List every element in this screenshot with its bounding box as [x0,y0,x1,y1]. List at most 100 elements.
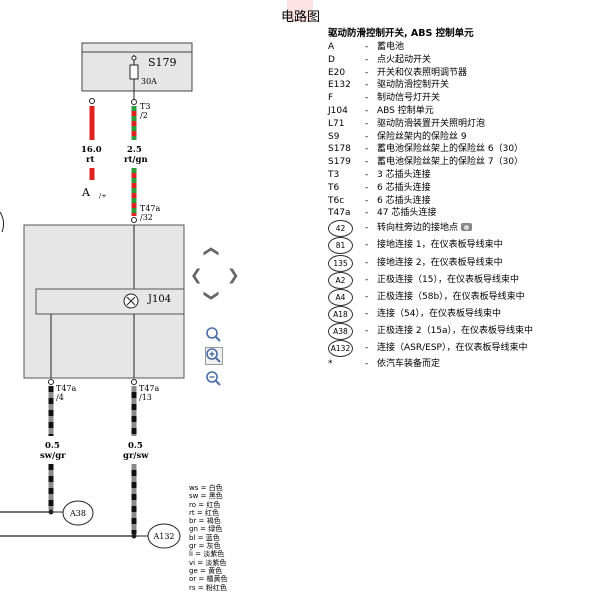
legend-desc: 连接（54），在仪表板导线束中 [377,308,501,321]
legend-dash: - [365,131,369,142]
pan-left-icon[interactable]: ❮ [190,266,203,284]
fuse-label: S179 [148,56,177,69]
color-code-entry: rt = 红色 [189,508,219,517]
connector-top-pin: /2 [140,111,148,120]
ground-a38-circle [62,500,94,526]
legend-desc-text: 连接（ASR/ESP），在仪表板导线束中 [377,343,528,354]
ground-a132-label: A132 [152,532,174,541]
wire-mid-color: rt/gn [124,155,148,165]
color-code-entry: bl = 蓝色 [189,533,220,542]
legend-item: S178 - 蓄电池保险丝架上的保险丝 6（30） [328,143,598,156]
connector-pin [131,379,137,385]
pan-right-icon[interactable]: ❯ [227,266,240,284]
legend-code: E132 [328,80,351,91]
legend-dash: - [365,169,369,180]
color-code-entry: rs = 粉红色 [189,583,227,592]
connection-point-circle: A2 [328,271,353,289]
connection-point-circle: A38 [328,323,353,341]
legend-dash: - [365,182,369,193]
legend-footnote: * - 依汽车装备而定 [328,358,598,371]
legend-item: S179 - 蓄电池保险丝架上的保险丝 7（30） [328,156,598,169]
legend-code: L71 [328,118,345,129]
legend-item: E132 - 驱动防滑控制开关 [328,79,598,92]
legend-desc: 依汽车装备而定 [377,358,441,369]
color-code-entry: ge = 黄色 [189,566,223,575]
legend-desc: 接地连接 2，在仪表板导线束中 [377,257,503,270]
legend-heading: 驱动防滑控制开关, ABS 控制单元 [328,28,474,39]
legend-dash: - [365,105,369,116]
wire-bl-color: sw/gr [40,451,66,461]
color-code-entry: vi = 淡紫色 [189,558,227,567]
legend-code: T47a [328,208,351,219]
legend-dash: - [365,291,369,302]
zoom-in-icon[interactable] [205,326,223,344]
color-code-entry: or = 橘黄色 [189,575,228,584]
legend-desc-text: 转向柱旁边的接地点 [377,223,459,234]
legend-desc: 蓄电池 [377,42,405,52]
legend-circled-item: 81 - 接地连接 1，在仪表板导线束中 [328,237,598,255]
legend-code: S178 [328,144,351,155]
pan-down-icon[interactable]: ❯ [202,289,221,302]
pan-up-icon[interactable]: ❮ [202,245,221,258]
wire-mid-size: 2.5 [127,145,142,155]
legend-desc: 蓄电池保险丝架上的保险丝 7（30） [377,157,524,168]
legend-dash: - [365,42,369,52]
legend-desc: 6 芯插头连接 [377,182,431,193]
legend-dash: - [365,93,369,104]
legend-circled-item: A38 - 正极连接 2（15a），在仪表板导线束中 [328,323,598,341]
legend-circled-item: A18 - 连接（54），在仪表板导线束中 [328,306,598,324]
legend-code: A [328,42,335,52]
legend-desc: 正极连接（15），在仪表板导线束中 [377,274,519,287]
color-code-entry: li = 淡紫色 [189,550,225,559]
legend-item: T47a - 47 芯插头连接 [328,207,598,220]
color-code-entry: sw = 黑色 [189,492,223,501]
legend-dash: - [365,274,369,285]
camera-icon[interactable] [461,223,473,232]
ground-a132-circle [147,523,181,549]
legend-item: T3 - 3 芯插头连接 [328,169,598,182]
legend-desc: 开关和仪表照明调节器 [377,67,468,78]
connector-top-label: T3 [140,102,150,111]
zoom-out-icon[interactable] [205,370,223,388]
legend-desc: 正极连接 2（15a），在仪表板导线束中 [377,325,533,338]
legend-dash: - [365,80,369,91]
legend-dash: - [365,223,369,234]
legend-desc: 6 芯插头连接 [377,195,431,206]
connection-point-circle: A132 [328,340,353,358]
legend-desc: 连接（ASR/ESP），在仪表板导线束中 [377,342,527,355]
legend-desc: 接地连接 1，在仪表板导线束中 [377,239,503,252]
wire-left-color: rt [86,155,94,165]
connector-mid-label: T47a [140,204,161,213]
module-label: J104 [147,294,171,305]
legend-code: T3 [328,169,340,180]
connector-br-pin: /13 [139,393,152,402]
wire-br-size: 0.5 [128,441,143,451]
node-a-sign: /+ [99,192,107,200]
legend-dash: - [365,208,369,219]
fuse-rating: 30A [141,77,157,86]
legend-desc-text: 正极连接 2（15a），在仪表板导线束中 [377,326,534,337]
legend-item: A - 蓄电池 [328,41,598,54]
legend-circled-item: A4 - 正极连接（58b），在仪表板导线束中 [328,288,598,306]
legend-circled-item: 135 - 接地连接 2，在仪表板导线束中 [328,254,598,272]
legend-item: F - 制动信号灯开关 [328,92,598,105]
legend-desc: 蓄电池保险丝架上的保险丝 6（30） [377,144,524,155]
color-code-entry: ws = 白色 [189,484,223,492]
zoom-fit-icon[interactable] [205,347,223,365]
legend-desc: 驱动防滑控制开关 [377,80,450,91]
watermark-logo [287,0,313,22]
legend-desc-text: 连接（54），在仪表板导线束中 [377,309,501,320]
legend-item: T6 - 6 芯插头连接 [328,182,598,195]
connection-point-circle: A4 [328,288,353,306]
edge-bracket [0,211,5,233]
legend-desc: 制动信号灯开关 [377,93,441,104]
legend-dash: - [365,195,369,206]
legend-desc-text: 正极连接（58b），在仪表板导线束中 [377,291,525,302]
legend-desc-text: 正极连接（15），在仪表板导线束中 [377,274,519,285]
wire-left-size: 16.0 [81,145,102,155]
legend-item: T6c - 6 芯插头连接 [328,195,598,208]
legend-desc: 点火起动开关 [377,54,432,65]
legend-circled-item: A132 - 连接（ASR/ESP），在仪表板导线束中 [328,340,598,358]
